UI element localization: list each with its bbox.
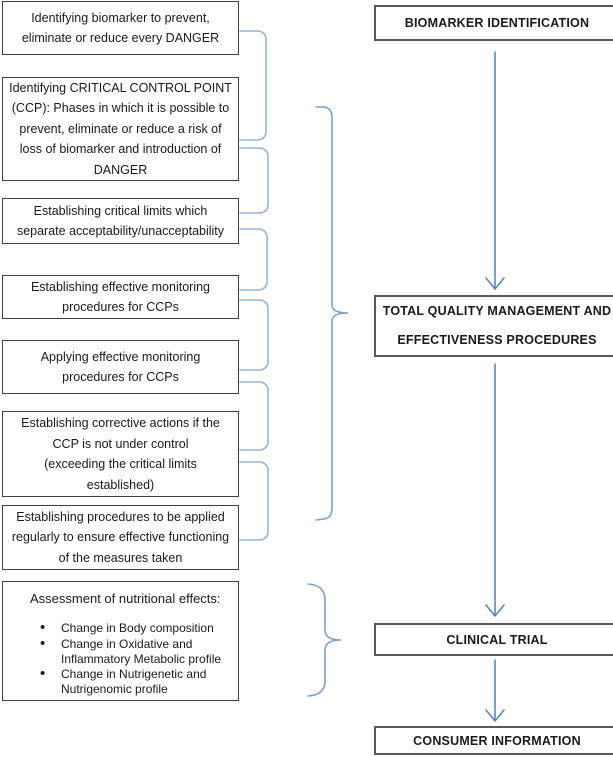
arrow-biomarker-to-tqm-icon — [485, 51, 505, 291]
right-box-consumer-information: CONSUMER INFORMATION — [374, 726, 613, 755]
pair-bracket-5-icon — [239, 381, 269, 451]
arrow-clinical-to-consumer-icon — [485, 659, 505, 723]
left-box-apply-monitoring: Applying effective monitoring procedures… — [2, 340, 239, 394]
left-box-corrective-actions: Establishing corrective actions if the C… — [2, 411, 239, 497]
right-box-consumer-information-text: CONSUMER INFORMATION — [413, 733, 581, 748]
right-box-total-quality-management: TOTAL QUALITY MANAGEMENT AND EFFECTIVENE… — [374, 295, 613, 357]
pair-bracket-3-icon — [239, 228, 268, 291]
left-box-identify-ccp-text: Identifying CRITICAL CONTROL POINT (CCP)… — [9, 80, 232, 177]
assessment-bullet-list: Change in Body composition Change in Oxi… — [30, 620, 232, 697]
assessment-box: Assessment of nutritional effects: Chang… — [2, 581, 239, 701]
list-item: Change in Oxidative and Inflammatory Met… — [38, 636, 232, 667]
pair-bracket-1-icon — [239, 30, 267, 141]
left-box-apply-monitoring-text: Applying effective monitoring procedures… — [40, 349, 201, 385]
left-box-critical-limits: Establishing critical limits which separ… — [2, 198, 239, 244]
left-box-corrective-actions-text: Establishing corrective actions if the C… — [21, 416, 220, 492]
assessment-brace-icon — [307, 583, 342, 697]
left-box-identify-biomarker: Identifying biomarker to prevent, elimin… — [2, 1, 239, 55]
pair-bracket-4-icon — [239, 299, 269, 371]
right-box-biomarker-identification-text: BIOMARKER IDENTIFICATION — [404, 16, 590, 30]
list-item: Change in Nutrigenetic and Nutrigenomic … — [38, 666, 232, 697]
left-box-verification-procedures-text: Establishing procedures to be applied re… — [11, 509, 230, 565]
right-box-clinical-trial: CLINICAL TRIAL — [374, 623, 613, 656]
left-box-critical-limits-text: Establishing critical limits which separ… — [16, 203, 225, 239]
arrow-tqm-to-clinical-icon — [485, 363, 505, 618]
left-box-verification-procedures: Establishing procedures to be applied re… — [2, 505, 239, 570]
pair-bracket-6-icon — [239, 461, 269, 541]
left-box-establish-monitoring-text: Establishing effective monitoring proced… — [30, 279, 211, 315]
left-box-identify-ccp: Identifying CRITICAL CONTROL POINT (CCP)… — [2, 77, 239, 181]
pair-bracket-2-icon — [239, 147, 269, 214]
list-item: Change in Body composition — [38, 620, 232, 636]
right-box-biomarker-identification: BIOMARKER IDENTIFICATION — [374, 5, 613, 41]
assessment-heading: Assessment of nutritional effects: — [30, 591, 221, 606]
group-bracket-left-icon — [315, 106, 349, 521]
right-box-clinical-trial-text: CLINICAL TRIAL — [446, 632, 548, 647]
left-box-establish-monitoring: Establishing effective monitoring proced… — [2, 275, 239, 319]
left-box-identify-biomarker-text: Identifying biomarker to prevent, elimin… — [21, 10, 220, 46]
right-box-total-quality-management-text: TOTAL QUALITY MANAGEMENT AND EFFECTIVENE… — [382, 304, 612, 347]
